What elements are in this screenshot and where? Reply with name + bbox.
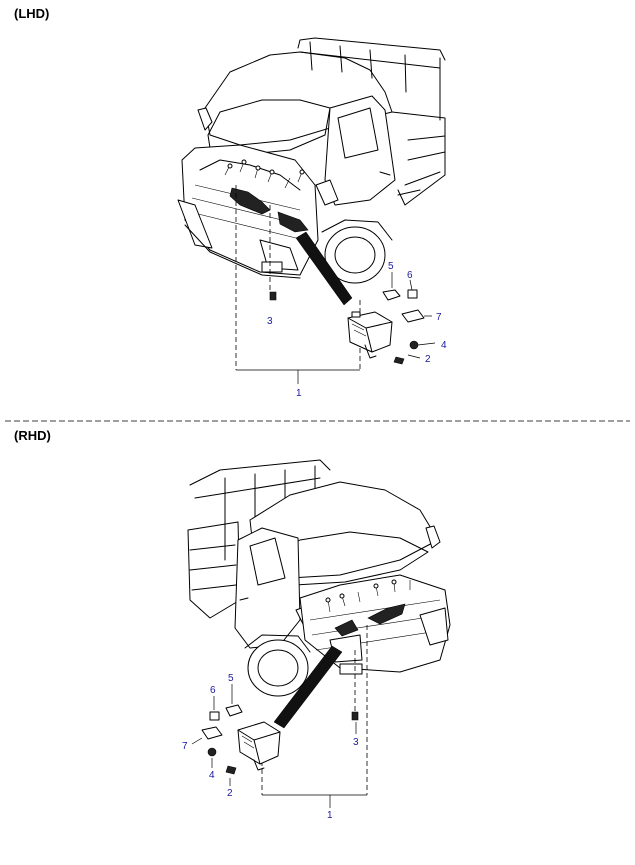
rhd-small-parts: [201, 704, 359, 775]
rhd-callout-3: 3: [353, 737, 359, 748]
rhd-section: (RHD): [14, 428, 451, 821]
lhd-small-parts: [269, 289, 425, 365]
rhd-callout-7: 7: [182, 741, 188, 752]
lhd-callout-4: 4: [441, 340, 447, 351]
rhd-control-module: [237, 721, 281, 771]
rhd-callout-5: 5: [228, 673, 234, 684]
lhd-harness-bundle: [224, 159, 309, 233]
rhd-harness-bundle: [325, 579, 411, 637]
lhd-section: (LHD): [14, 6, 447, 399]
lhd-callout-6: 6: [407, 270, 413, 281]
rhd-title: (RHD): [14, 428, 51, 443]
lhd-harness-band: [295, 231, 353, 306]
lhd-callout-2: 2: [425, 354, 431, 365]
lhd-callout-1: 1: [296, 388, 302, 399]
lhd-control-module: [347, 311, 393, 359]
lhd-truck-illustration: [177, 37, 446, 284]
lhd-callout-5: 5: [388, 261, 394, 272]
lhd-callout-3: 3: [267, 316, 273, 327]
rhd-callout-4: 4: [209, 770, 215, 781]
lhd-callout-7: 7: [436, 312, 442, 323]
rhd-truck-illustration: [187, 459, 451, 697]
rhd-callout-2: 2: [227, 788, 233, 799]
rhd-callout-6: 6: [210, 685, 216, 696]
lhd-title: (LHD): [14, 6, 49, 21]
rhd-harness-band: [273, 645, 343, 729]
rhd-callout-1: 1: [327, 810, 333, 821]
